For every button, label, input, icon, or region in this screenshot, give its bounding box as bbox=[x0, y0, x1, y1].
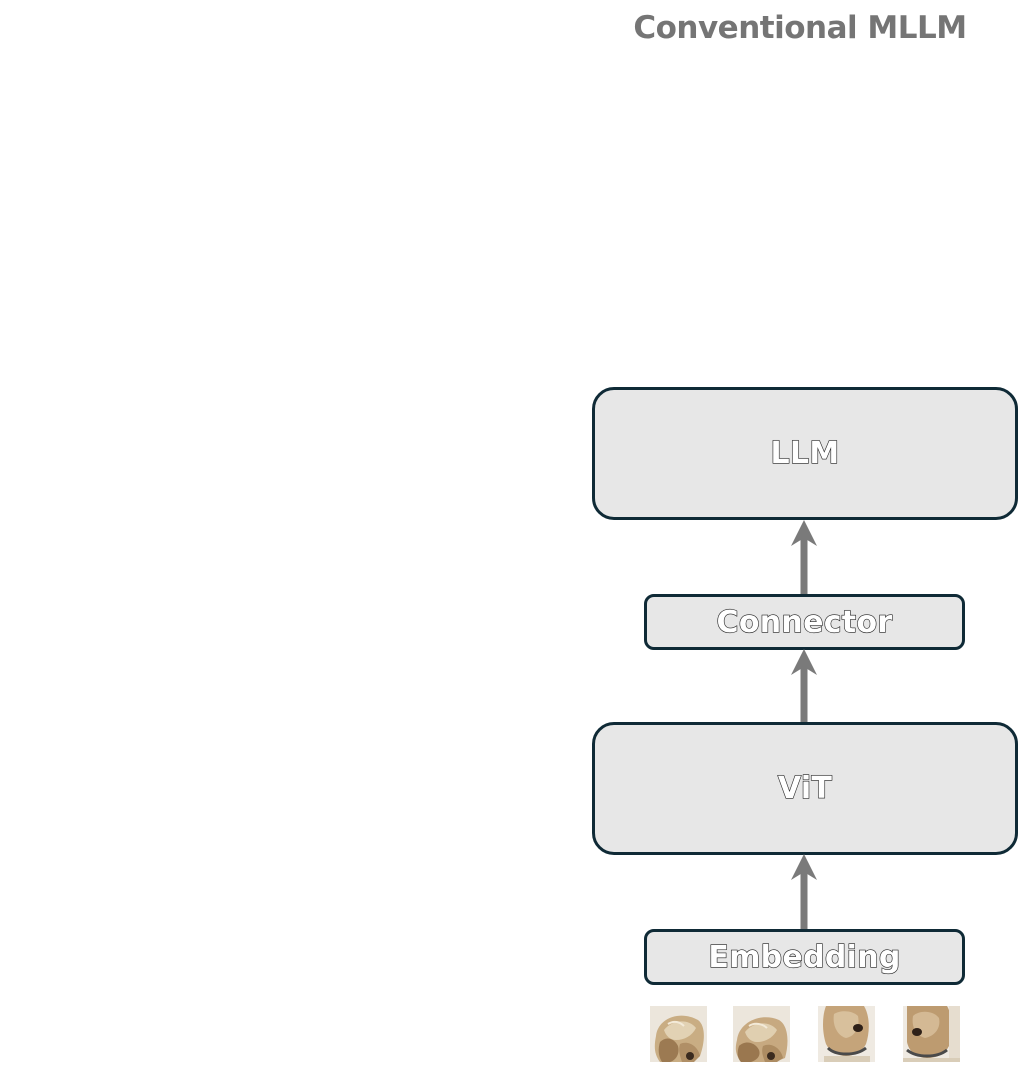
dog-ear-patch-right bbox=[733, 1006, 790, 1062]
arrow-connector-to-llm bbox=[791, 520, 817, 596]
llm-label: LLM bbox=[770, 435, 840, 471]
dog-ear-patch-left bbox=[650, 1006, 707, 1062]
arrow-vit-to-connector bbox=[791, 649, 817, 724]
vit-block: ViT bbox=[592, 722, 1018, 855]
vit-label: ViT bbox=[777, 770, 833, 806]
llm-block: LLM bbox=[592, 387, 1018, 520]
dog-face-patch-right bbox=[903, 1006, 960, 1062]
arrow-embedding-to-vit bbox=[791, 854, 817, 931]
dog-face-patch-left bbox=[818, 1006, 875, 1062]
diagram-title: Conventional MLLM bbox=[633, 10, 967, 46]
embedding-block: Embedding bbox=[644, 929, 965, 985]
connector-label: Connector bbox=[716, 604, 893, 640]
connector-block: Connector bbox=[644, 594, 965, 650]
embedding-label: Embedding bbox=[708, 939, 901, 975]
